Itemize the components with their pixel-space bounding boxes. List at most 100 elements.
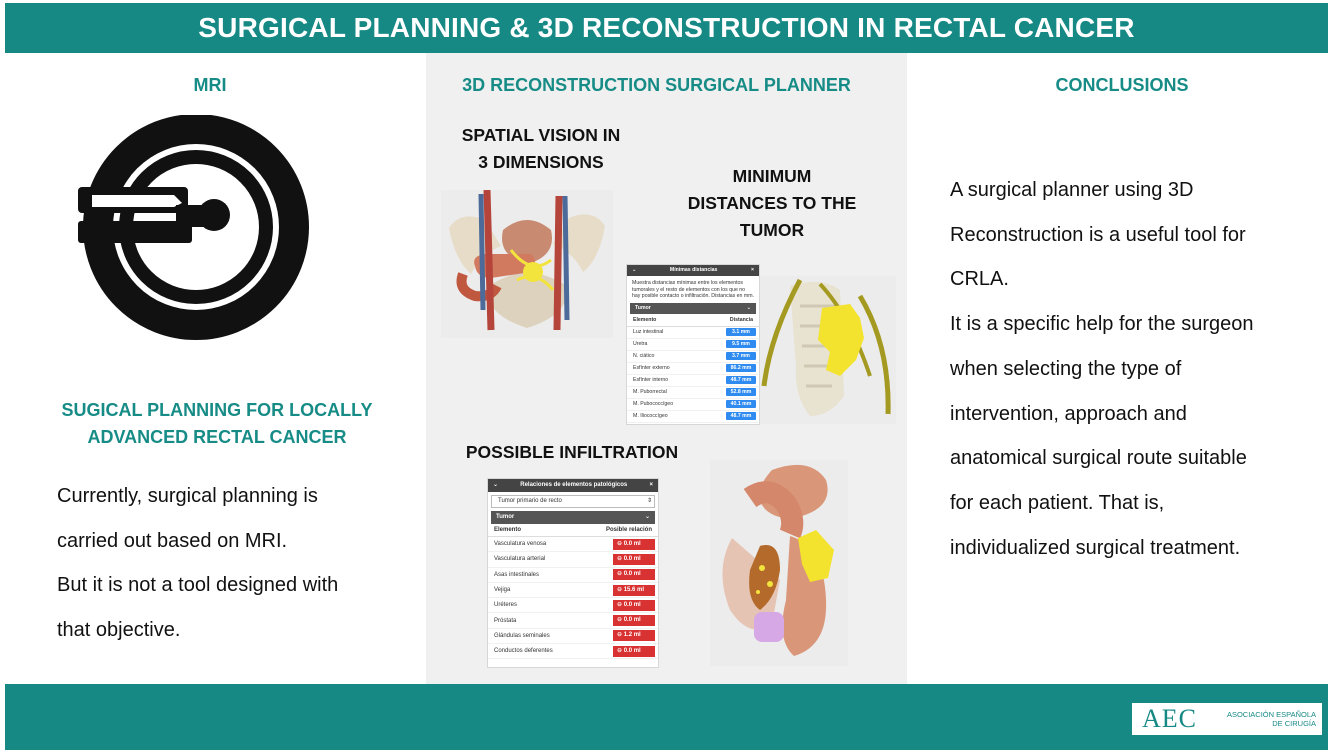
table-row: Uretra 9.5 mm [627, 339, 759, 351]
logo-text: ASOCIACIÓN ESPAÑOLA DE CIRUGÍA [1224, 710, 1322, 728]
distance-badge: 9.5 mm [726, 340, 756, 348]
infiltration-label: POSSIBLE INFILTRATION [465, 442, 679, 462]
conclusion-line-3: CRLA. [950, 268, 1009, 291]
relations-element-select[interactable]: Tumor primario de recto ⇕ [491, 495, 655, 508]
close-icon[interactable]: × [750, 267, 754, 273]
relation-badge: ⊖ 0.0 ml [613, 569, 655, 581]
relation-value: 15.6 ml [623, 586, 645, 593]
link-icon: ⊖ [617, 555, 624, 562]
rectum-3d-model [710, 460, 848, 666]
distance-badge: 40.1 mm [726, 400, 756, 408]
conclusions-text: A surgical planner using 3D Reconstructi… [950, 168, 1320, 570]
left-line-1: Currently, surgical planning is [57, 485, 318, 507]
col-distance: Distancia [729, 316, 753, 323]
relation-badge: ⊖ 0.0 ml [613, 538, 655, 550]
relation-value: 0.0 ml [623, 601, 641, 608]
left-line-4: that objective. [57, 619, 181, 642]
conclusion-line-7: anatomical surgical route suitable [950, 447, 1247, 470]
pathology-relations-panel: ⌄ Relaciones de elementos patológicos × … [487, 478, 659, 668]
min-distances-select-value: Tumor [635, 304, 651, 311]
min-distances-table-header: Elemento Distancia [627, 314, 759, 327]
conclusions-heading: CONCLUSIONS [1055, 75, 1189, 95]
row-name: M. Puborrectal [633, 389, 667, 395]
relations-element-value: Tumor primario de recto [498, 498, 562, 504]
logo-line-2: DE CIRUGÍA [1272, 719, 1316, 728]
distance-badge: 48.7 mm [726, 412, 756, 420]
min-distances-panel: ⌄ Mínimas distancias × Muestra distancia… [626, 264, 760, 425]
min-distances-select[interactable]: Tumor ⌄ [630, 302, 756, 314]
row-name: M. Pubococcígeo [633, 401, 674, 407]
link-icon: ⊖ [617, 647, 624, 654]
left-body-text: Currently, surgical planning is carried … [57, 474, 417, 653]
table-row: Esfínter externo 86.2 mm [627, 363, 759, 375]
close-icon[interactable]: × [649, 482, 653, 488]
min-distances-title: Mínimas distancias [669, 267, 718, 273]
spatial-line-1: SPATIAL VISION IN [461, 125, 621, 145]
minimum-line-2: DISTANCES TO THE [687, 193, 857, 213]
row-name: Conductos deferentes [494, 648, 553, 655]
chevron-down-icon[interactable]: ⌄ [493, 482, 499, 488]
distance-badge: 3.1 mm [726, 328, 756, 336]
chevron-down-icon[interactable]: ⌄ [632, 267, 637, 273]
link-icon: ⊖ [617, 571, 624, 578]
spatial-vision-label: SPATIAL VISION IN 3 DIMENSIONS [441, 122, 641, 176]
relation-badge: ⊖ 0.0 ml [613, 615, 655, 627]
table-row: Uréteres ⊖ 0.0 ml [488, 598, 658, 614]
planning-subheading: SUGICAL PLANNING FOR LOCALLY ADVANCED RE… [30, 397, 404, 451]
distance-badge: 3.7 mm [726, 352, 756, 360]
mri-scanner-icon [78, 115, 309, 340]
left-line-3: But it is not a tool designed with [57, 574, 339, 597]
left-line-2: carried out based on MRI. [57, 529, 288, 552]
pelvis-3d-model [441, 190, 613, 338]
spinner-icon[interactable]: ⇕ [646, 498, 652, 504]
row-name: Asas intestinales [494, 571, 540, 578]
link-icon: ⊖ [617, 632, 624, 639]
spatial-line-2: 3 DIMENSIONS [478, 152, 604, 172]
min-distances-description: Muestra distancias mínimas entre los ele… [632, 280, 754, 299]
slide-title: SURGICAL PLANNING & 3D RECONSTRUCTION IN… [198, 12, 1135, 43]
table-row: M. Pubococcígeo 40.1 mm [627, 399, 759, 411]
minimum-line-1: MINIMUM [732, 166, 812, 186]
row-name: Luz intestinal [633, 329, 664, 335]
relation-value: 0.0 ml [623, 540, 641, 547]
footer-bar: AEC ASOCIACIÓN ESPAÑOLA DE CIRUGÍA [5, 684, 1328, 750]
min-distances-header: ⌄ Mínimas distancias × [627, 265, 759, 276]
minimum-distances-label: MINIMUM DISTANCES TO THE TUMOR [672, 163, 872, 244]
row-name: Esfínter externo [633, 365, 670, 371]
col-element: Elemento [494, 527, 522, 533]
planner-heading: 3D RECONSTRUCTION SURGICAL PLANNER [462, 75, 851, 95]
relation-value: 0.0 ml [623, 617, 641, 624]
col-element: Elemento [633, 316, 657, 323]
distance-badge: 52.8 mm [726, 388, 756, 396]
conclusion-line-5: when selecting the type of [950, 357, 1182, 380]
relations-title: Relaciones de elementos patológicos [520, 482, 628, 488]
conclusion-line-2: Reconstruction is a useful tool for [950, 223, 1246, 246]
table-row: Glándulas seminales ⊖ 1.2 ml [488, 629, 658, 645]
table-row: M. Iliococcígeo 48.7 mm [627, 411, 759, 423]
row-name: Esfínter interno [633, 377, 669, 383]
link-icon: ⊖ [617, 540, 624, 547]
row-name: Glándulas seminales [494, 632, 550, 639]
relations-select-value: Tumor [496, 514, 515, 520]
row-name: Uretra [633, 341, 648, 347]
table-row: Vejiga⊖ 15.6 ml [488, 583, 658, 599]
row-name: Uréteres [494, 602, 518, 609]
mri-heading: MRI [193, 75, 227, 95]
chevron-down-icon: ⌄ [644, 514, 650, 520]
chevron-down-icon: ⌄ [746, 304, 751, 311]
relation-badge: ⊖ 0.0 ml [613, 599, 655, 611]
link-icon: ⊖ [617, 601, 624, 608]
relations-select[interactable]: Tumor ⌄ [491, 511, 655, 524]
relation-value: 0.0 ml [623, 571, 641, 578]
minimum-line-3: TUMOR [739, 220, 805, 240]
distance-badge: 86.2 mm [726, 364, 756, 372]
table-row: Conductos deferentes⊖ 0.0 ml [488, 644, 658, 660]
row-name: M. Iliococcígeo [633, 413, 668, 419]
link-icon: ⊖ [617, 586, 624, 593]
relation-value: 1.2 ml [623, 632, 641, 639]
logo-mark: AEC [1142, 704, 1197, 733]
table-row: Vasculatura venosa⊖ 0.0 ml [488, 537, 658, 553]
relation-badge: ⊖ 15.6 ml [613, 584, 655, 596]
